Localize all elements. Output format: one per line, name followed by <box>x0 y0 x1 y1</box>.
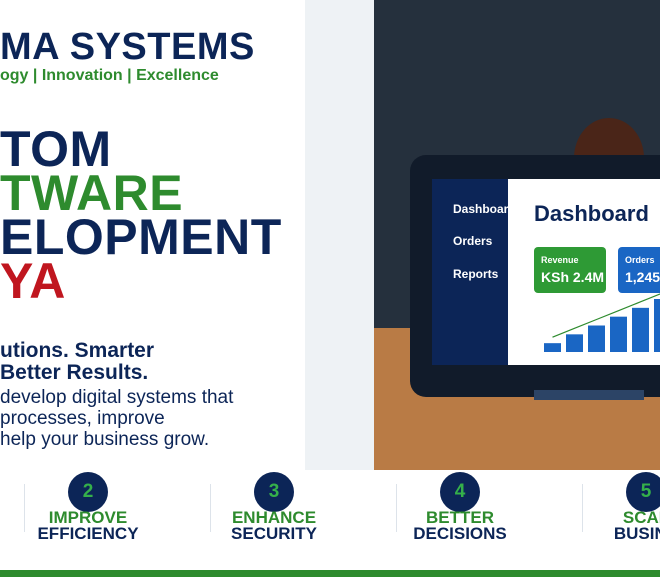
laptop-base <box>534 390 644 400</box>
feature-subtitle: BUSINE <box>613 524 660 543</box>
hero-photo: Dashboard Orders Reports Dashboard Reven… <box>374 0 660 470</box>
revenue-card-value: KSh 2.4M <box>541 269 605 285</box>
feature-subtitle: DECISIONS <box>413 524 507 543</box>
revenue-card-label: Revenue <box>541 255 579 265</box>
feature-divider <box>24 484 25 532</box>
feature-divider <box>582 484 583 532</box>
dashboard-sidebar: Dashboard Orders Reports <box>432 179 516 365</box>
feature-divider <box>396 484 397 532</box>
divider-strip <box>305 0 374 470</box>
feature-number-badge: 5 <box>626 472 660 512</box>
feature-title: ENHANCE <box>231 508 317 527</box>
feature-divider <box>210 484 211 532</box>
orders-card-label: Orders <box>625 255 655 265</box>
chart-bar <box>588 325 605 352</box>
dashboard-title: Dashboard <box>534 201 649 226</box>
orders-card: Orders 1,245 <box>618 247 660 293</box>
bottom-accent-bar <box>0 570 660 577</box>
body-line-3: help your business grow. <box>0 429 210 450</box>
headline-line-1: TOM <box>0 121 112 177</box>
body-line-1: develop digital systems that <box>0 387 234 408</box>
feature-title: IMPROVE <box>48 508 128 527</box>
feature-number-badge: 4 <box>440 472 480 512</box>
feature-item: 5 SCAL BUSINE <box>558 470 660 570</box>
hero-text-panel: MA SYSTEMS ogy | Innovation | Excellence… <box>0 0 305 470</box>
feature-item: 4 BETTER DECISIONS <box>372 470 558 570</box>
brand-name: MA SYSTEMS <box>0 26 255 68</box>
orders-card-value: 1,245 <box>625 269 660 285</box>
feature-title: SCAL <box>622 508 660 527</box>
revenue-card: Revenue KSh 2.4M <box>534 247 606 293</box>
chart-bar <box>566 334 583 352</box>
headline-line-2: TWARE <box>0 165 184 221</box>
dashboard-bar-chart <box>544 293 660 352</box>
body-line-2: processes, improve <box>0 408 165 429</box>
chart-bar <box>610 316 627 352</box>
subheadline-line-1: utions. Smarter <box>0 339 155 362</box>
feature-number-badge: 2 <box>68 472 108 512</box>
feature-strip: 2 IMPROVE EFFICIENCY 3 ENHANCE SECURITY … <box>0 470 660 570</box>
dashboard-main: Dashboard Revenue KSh 2.4M Orders 1,245 <box>508 179 660 365</box>
feature-number-badge: 3 <box>254 472 294 512</box>
chart-bar <box>632 307 649 352</box>
chart-trend-line <box>552 293 660 338</box>
feature-subtitle: SECURITY <box>231 524 317 543</box>
subheadline-line-2: Better Results. <box>0 361 149 384</box>
feature-title: BETTER <box>426 508 494 527</box>
laptop-screen: Dashboard Orders Reports Dashboard Reven… <box>432 179 660 365</box>
feature-item: 3 ENHANCE SECURITY <box>186 470 372 570</box>
headline-line-4: YA <box>0 253 66 309</box>
chart-bar <box>544 343 561 352</box>
dashboard-nav-item[interactable]: Orders <box>453 234 493 248</box>
dashboard-nav-item[interactable]: Reports <box>453 267 499 281</box>
chart-bar <box>654 299 660 352</box>
feature-item: 2 IMPROVE EFFICIENCY <box>0 470 186 570</box>
dashboard-nav-item[interactable]: Dashboard <box>453 202 516 216</box>
laptop: Dashboard Orders Reports Dashboard Reven… <box>410 155 660 397</box>
brand-tagline: ogy | Innovation | Excellence <box>0 67 219 84</box>
feature-subtitle: EFFICIENCY <box>37 524 139 543</box>
headline-line-3: ELOPMENT <box>0 209 282 265</box>
